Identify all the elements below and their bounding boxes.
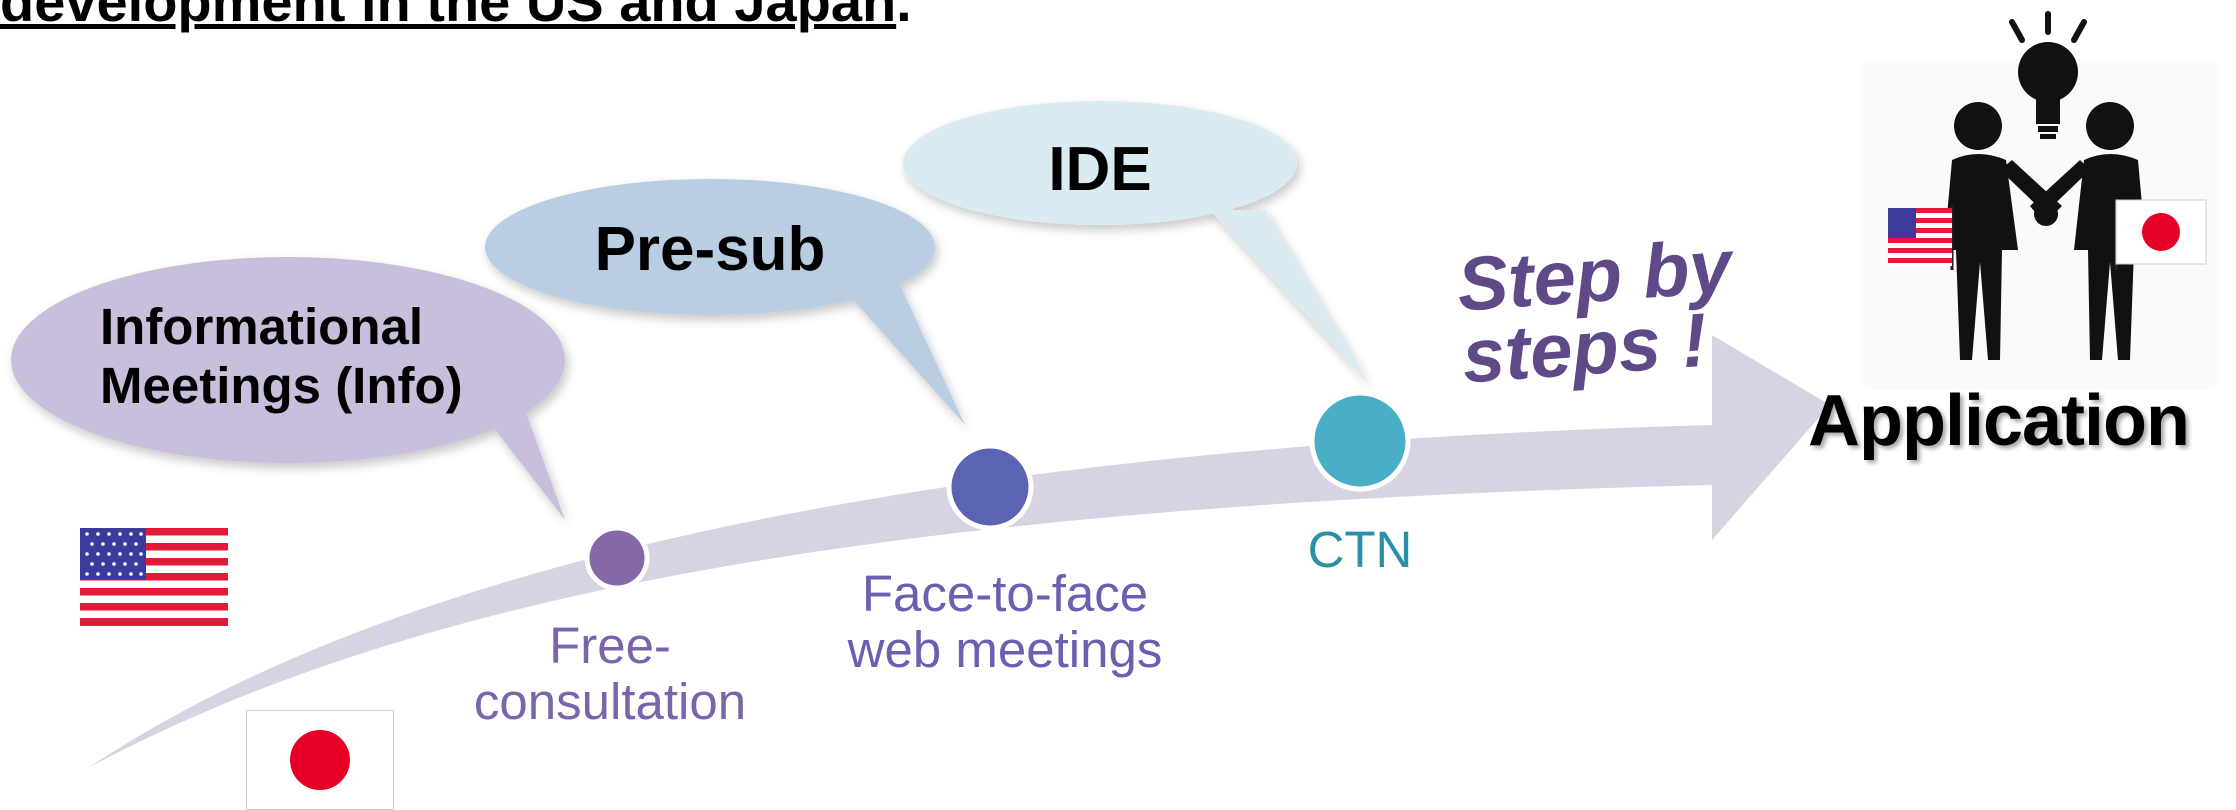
application-label: Application xyxy=(1808,381,2190,461)
step-dot-face xyxy=(946,443,1034,531)
bubble-info xyxy=(11,257,565,520)
bubble-ide xyxy=(903,101,1370,385)
page-heading: development in the US and Japan. xyxy=(0,0,912,30)
bubble-presub-label: Pre-sub xyxy=(594,215,826,285)
step-label-free: Free- consultation xyxy=(440,617,780,731)
step-face-line2: web meetings xyxy=(847,621,1163,679)
slogan-text: Step by steps ! xyxy=(1455,224,1739,400)
step-label-ctn: CTN xyxy=(1307,521,1413,578)
heading-underlined-text: development in the US and Japan xyxy=(0,0,897,33)
heading-trailing-text: . xyxy=(896,0,912,33)
lightbulb-icon xyxy=(2009,11,2087,139)
bubble-info-line1: Informational xyxy=(100,298,424,356)
step-free-line1: Free- xyxy=(549,617,671,674)
step-label-face: Face-to-face web meetings xyxy=(820,565,1190,679)
step-face-line1: Face-to-face xyxy=(861,565,1149,622)
us-flag-icon xyxy=(1888,205,1954,270)
bubble-info-line2: Meetings (Info) xyxy=(100,357,463,414)
bubble-presub xyxy=(485,179,965,425)
slogan-line2: steps ! xyxy=(1459,297,1710,400)
bubble-info-label: Informational Meetings (Info) xyxy=(60,292,520,422)
bubble-ide-label: IDE xyxy=(1048,135,1152,205)
handshake-people-icon xyxy=(1860,11,2220,390)
step-dot-free xyxy=(584,525,650,591)
us-flag-icon xyxy=(80,528,228,626)
step-dot-ctn xyxy=(1309,390,1411,492)
japan-flag-icon xyxy=(2114,199,2207,270)
japan-flag-icon xyxy=(246,710,394,810)
step-free-line2: consultation xyxy=(473,673,747,731)
